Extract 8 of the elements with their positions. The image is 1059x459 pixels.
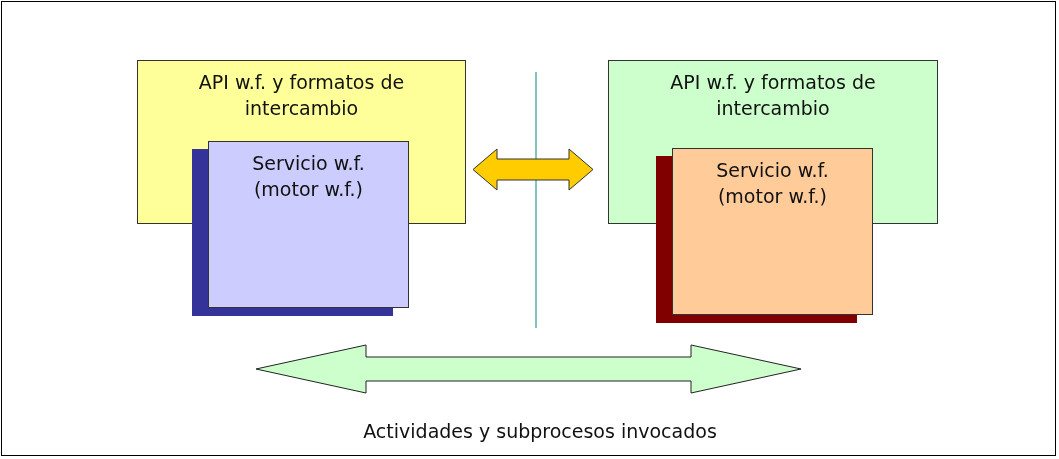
- double-arrow: [472, 148, 594, 191]
- caption-text: Actividades y subprocesos invocados: [362, 419, 718, 444]
- api-label: API w.f. y formatos de intercambio: [197, 70, 406, 121]
- service-box: [656, 148, 873, 323]
- service-box: [192, 141, 409, 316]
- service-label: Servicio w.f. (motor w.f.): [715, 158, 830, 209]
- api-label: API w.f. y formatos de intercambio: [669, 70, 877, 121]
- service-label: Servicio w.f. (motor w.f.): [251, 151, 366, 202]
